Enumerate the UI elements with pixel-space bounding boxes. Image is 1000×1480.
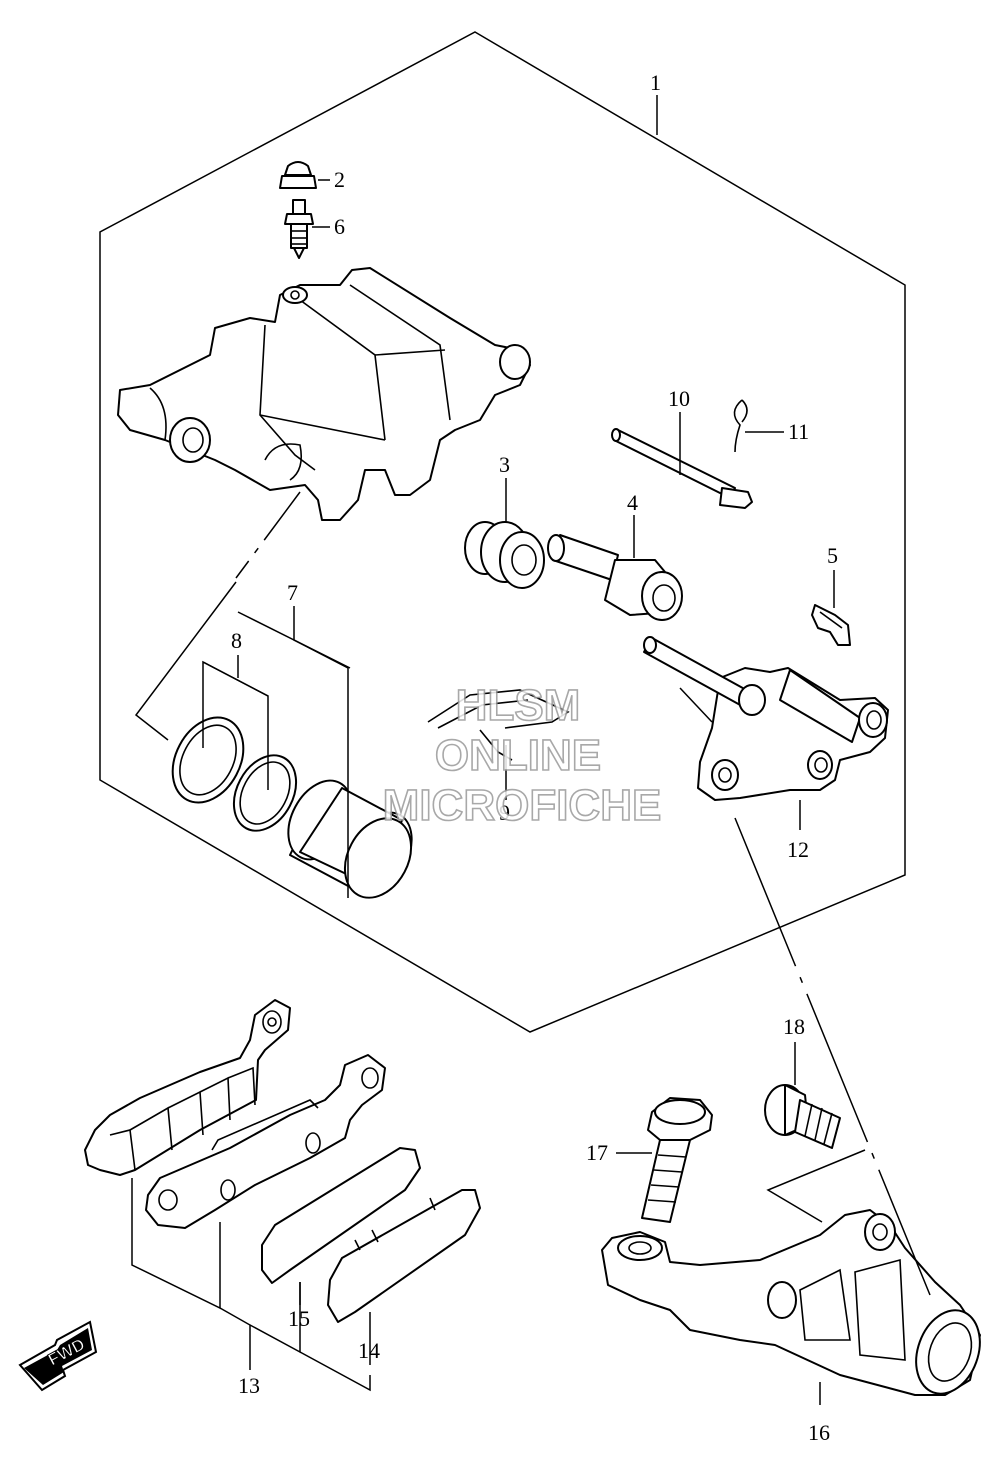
piston-seals: [171, 716, 298, 832]
callout-6: 6: [334, 214, 345, 239]
callout-3: 3: [499, 452, 510, 477]
caliper-body: [117, 267, 531, 521]
brake-pad-inner: [145, 1054, 386, 1229]
pad-pin: [611, 428, 753, 509]
bleeder-cap: [279, 161, 317, 189]
callout-18: 18: [783, 1014, 805, 1039]
pad-shim-inner: [327, 1189, 481, 1323]
caliper-holder: [601, 1209, 981, 1396]
bleeder-valve: [284, 199, 314, 259]
bracket-bolt: [641, 1097, 713, 1223]
callout-15: 15: [288, 1306, 310, 1331]
callout-5: 5: [827, 543, 838, 568]
callout-1: 1: [650, 70, 661, 95]
callout-13: 13: [238, 1373, 260, 1398]
caliper-piston: [287, 779, 413, 899]
callout-9: 9: [499, 800, 510, 825]
forward-direction-arrow-icon: FWD: [18, 1320, 98, 1392]
watermark: HLSM ONLINE MICROFICHE: [382, 680, 662, 831]
brake-pad-outer: [84, 999, 291, 1176]
callout-4: 4: [627, 490, 638, 515]
callout-7: 7: [287, 580, 298, 605]
callout-8: 8: [231, 628, 242, 653]
pin-clip: [733, 399, 748, 453]
watermark-line-3: MICROFICHE: [383, 781, 662, 830]
caliper-assembly-outline: [99, 31, 906, 1033]
callout-14: 14: [358, 1338, 380, 1363]
callout-17: 17: [586, 1140, 608, 1165]
pad-shim: [261, 1147, 421, 1284]
pad-spring: [427, 689, 570, 761]
callout-11: 11: [788, 419, 809, 444]
callout-16: 16: [808, 1420, 830, 1445]
pin-boot: [464, 521, 545, 589]
caliper-mount-bolt: [764, 1084, 841, 1149]
callout-2: 2: [334, 167, 345, 192]
caliper-bracket: [643, 636, 889, 801]
callout-numbers: 1 2 6 3 4 5 10 11 7 8 9 12 18 17 15 14 1…: [231, 70, 838, 1445]
slide-pin: [547, 534, 683, 621]
watermark-line-1: HLSM: [456, 681, 581, 730]
watermark-line-2: ONLINE: [435, 731, 601, 780]
leader-lines: [131, 95, 931, 1405]
caliper-clip: [811, 604, 851, 646]
callout-10: 10: [668, 386, 690, 411]
callout-12: 12: [787, 837, 809, 862]
